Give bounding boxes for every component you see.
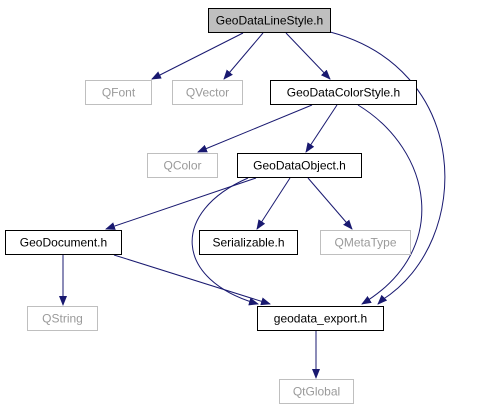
edge-colorstyle-to-object — [305, 104, 338, 153]
node-box — [279, 379, 354, 404]
node-qstring: QString — [27, 306, 98, 331]
edge-colorstyle-to-qcolor — [197, 104, 313, 153]
node-box — [199, 230, 298, 255]
node-label: QString — [42, 312, 83, 326]
node-label: GeoDataLineStyle.h — [216, 14, 323, 28]
edge-object-to-serializable — [256, 177, 291, 230]
edge-root-to-export — [321, 29, 446, 305]
node-box — [27, 306, 98, 331]
node-label: QMetaType — [334, 236, 396, 250]
node-box — [85, 80, 152, 105]
edge-object-to-qmetatype — [307, 177, 353, 230]
node-label: QColor — [163, 159, 201, 173]
node-box — [237, 153, 362, 178]
node-box — [270, 80, 417, 105]
node-label: GeoDataColorStyle.h — [287, 86, 400, 100]
node-box — [208, 8, 331, 33]
node-label: GeoDocument.h — [20, 236, 107, 250]
node-label: Serializable.h — [212, 236, 284, 250]
node-document[interactable]: GeoDocument.h — [5, 230, 122, 255]
edge-document-to-export — [113, 254, 271, 306]
node-label: geodata_export.h — [274, 312, 367, 326]
node-label: QVector — [186, 86, 229, 100]
node-object[interactable]: GeoDataObject.h — [237, 153, 362, 178]
edge-object-to-export — [191, 177, 259, 306]
node-export[interactable]: geodata_export.h — [257, 306, 384, 331]
node-qmetatype: QMetaType — [320, 230, 411, 255]
edge-root-to-qvector — [223, 32, 264, 80]
edge-root-to-colorstyle — [285, 32, 331, 80]
node-label: QtGlobal — [293, 385, 340, 399]
node-qvector: QVector — [172, 80, 243, 105]
edge-colorstyle-to-export — [357, 104, 423, 305]
node-box — [5, 230, 122, 255]
node-label: QFont — [102, 86, 136, 100]
node-box — [172, 80, 243, 105]
node-box — [257, 306, 384, 331]
node-box — [320, 230, 411, 255]
node-colorstyle[interactable]: GeoDataColorStyle.h — [270, 80, 417, 105]
node-serializable[interactable]: Serializable.h — [199, 230, 298, 255]
edge-root-to-qfont — [151, 32, 244, 80]
node-qcolor: QColor — [147, 153, 218, 178]
node-root[interactable]: GeoDataLineStyle.h — [208, 8, 331, 33]
node-qtglobal: QtGlobal — [279, 379, 354, 404]
node-box — [147, 153, 218, 178]
node-qfont: QFont — [85, 80, 152, 105]
node-label: GeoDataObject.h — [253, 159, 346, 173]
